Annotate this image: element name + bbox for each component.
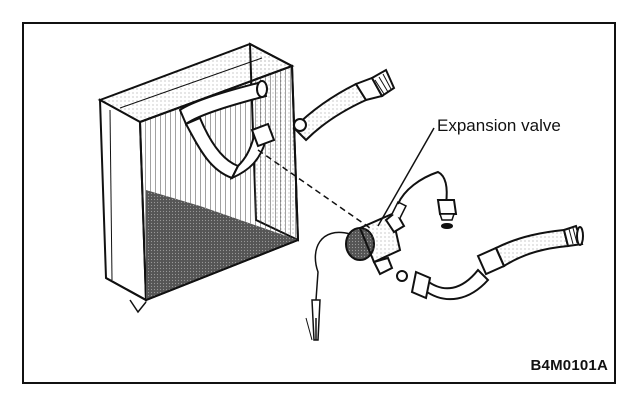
outlet-hose — [292, 68, 396, 142]
evaporator-core — [97, 42, 300, 314]
capillary-tube — [305, 231, 351, 341]
inlet-pipe — [410, 224, 584, 300]
equalizer-tube — [397, 170, 458, 229]
evaporator-pipes — [178, 80, 276, 181]
expansion-valve — [345, 200, 408, 282]
callout-leader-line — [377, 127, 435, 227]
expansion-valve-label: Expansion valve — [437, 116, 561, 135]
figure-code: B4M0101A — [530, 357, 608, 374]
alignment-dashed-line — [257, 149, 371, 229]
